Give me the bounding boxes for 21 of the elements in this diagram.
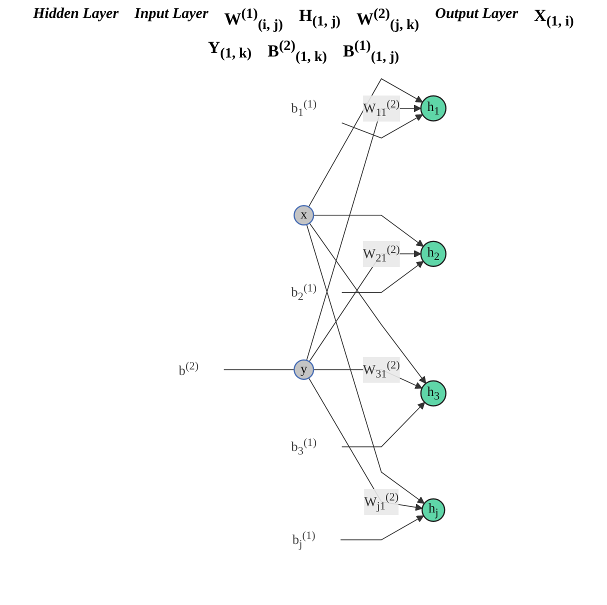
node-circle: h$_{1}$ [420,95,447,122]
layer-title: Input Layer [134,6,208,24]
connector [224,369,295,370]
arrow [313,214,424,247]
arrow [308,78,424,208]
matrix-symbol: Y$_{(1, k)}$ [208,38,252,64]
node-text: b$^{(2)}$ [179,360,199,378]
arrow [306,104,422,361]
node-circle: h$_{3}$ [420,380,447,407]
node-circle: h$_{j}$ [422,498,446,522]
node-circle: y [294,359,314,380]
layer-title: Hidden Layer [33,6,119,24]
arrow [340,515,424,540]
node-circle: h$_{2}$ [420,240,447,268]
arrow [342,402,426,448]
layer-title: Output Layer [435,6,518,24]
arrow [342,261,424,293]
node-circle: x [294,205,314,226]
matrix-symbol: H$_{(1, j)}$ [298,6,341,32]
arrow [342,114,424,139]
matrix-symbol: X$_{(1, i)}$ [534,6,574,32]
